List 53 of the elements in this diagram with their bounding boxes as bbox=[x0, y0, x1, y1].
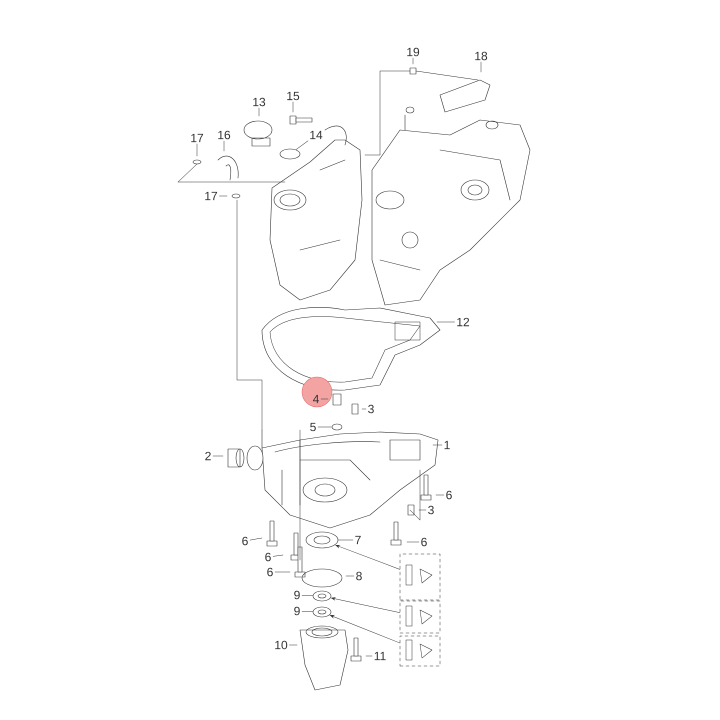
callout-number: 6 bbox=[242, 536, 248, 546]
callout-number: 3 bbox=[368, 404, 374, 414]
leader-line bbox=[362, 408, 366, 410]
callout-number: 7 bbox=[355, 536, 361, 544]
detail-box bbox=[400, 554, 440, 600]
leader-line bbox=[318, 426, 332, 428]
arrow bbox=[330, 615, 400, 644]
arrow bbox=[331, 597, 400, 613]
callout-number: 14 bbox=[310, 130, 322, 140]
leader-line bbox=[302, 610, 313, 612]
callout-number: 17 bbox=[191, 134, 204, 142]
leader-line bbox=[289, 644, 298, 646]
callout-number: 5 bbox=[310, 422, 316, 432]
callout-number: 12 bbox=[457, 318, 470, 326]
callout-number: 4 bbox=[312, 394, 319, 404]
leader-line bbox=[292, 102, 294, 112]
callout-number: 10 bbox=[275, 640, 288, 650]
arrow bbox=[336, 544, 400, 570]
leader-line bbox=[412, 58, 414, 64]
leader-line bbox=[296, 140, 308, 150]
callout-number: 8 bbox=[356, 572, 362, 580]
leader-line bbox=[480, 62, 482, 72]
leader-line bbox=[258, 108, 260, 116]
leader-line bbox=[302, 594, 313, 596]
callout-number: 9 bbox=[294, 590, 300, 600]
callout-number: 6 bbox=[421, 538, 427, 546]
callout-number: 6 bbox=[265, 552, 271, 562]
leader-line bbox=[250, 538, 262, 540]
detail-box bbox=[400, 636, 440, 666]
callout-number: 3 bbox=[428, 506, 434, 514]
callout-number: 1 bbox=[444, 440, 450, 450]
ring-drawing bbox=[312, 590, 332, 602]
leader-line bbox=[272, 554, 284, 557]
leader-line bbox=[436, 494, 444, 496]
callout-number: 13 bbox=[253, 98, 266, 106]
ring-drawing bbox=[280, 148, 300, 160]
callout-number: 16 bbox=[218, 130, 230, 140]
callout-number: 9 bbox=[294, 606, 300, 616]
ring-drawing bbox=[332, 424, 342, 430]
leader-line bbox=[196, 144, 198, 156]
ring-drawing bbox=[312, 606, 332, 618]
ring-drawing bbox=[306, 532, 338, 548]
callout-number: 11 bbox=[374, 652, 386, 660]
leader-line bbox=[432, 444, 442, 446]
callout-number: 2 bbox=[205, 452, 211, 460]
callout-number: 17 bbox=[205, 192, 218, 200]
leader-line bbox=[320, 398, 328, 400]
callout-number: 15 bbox=[287, 92, 300, 100]
callout-number: 19 bbox=[407, 48, 420, 56]
callout-number: 6 bbox=[446, 490, 452, 500]
callout-number: 18 bbox=[475, 52, 488, 60]
callout-number: 6 bbox=[267, 568, 273, 576]
detail-box bbox=[400, 600, 440, 634]
